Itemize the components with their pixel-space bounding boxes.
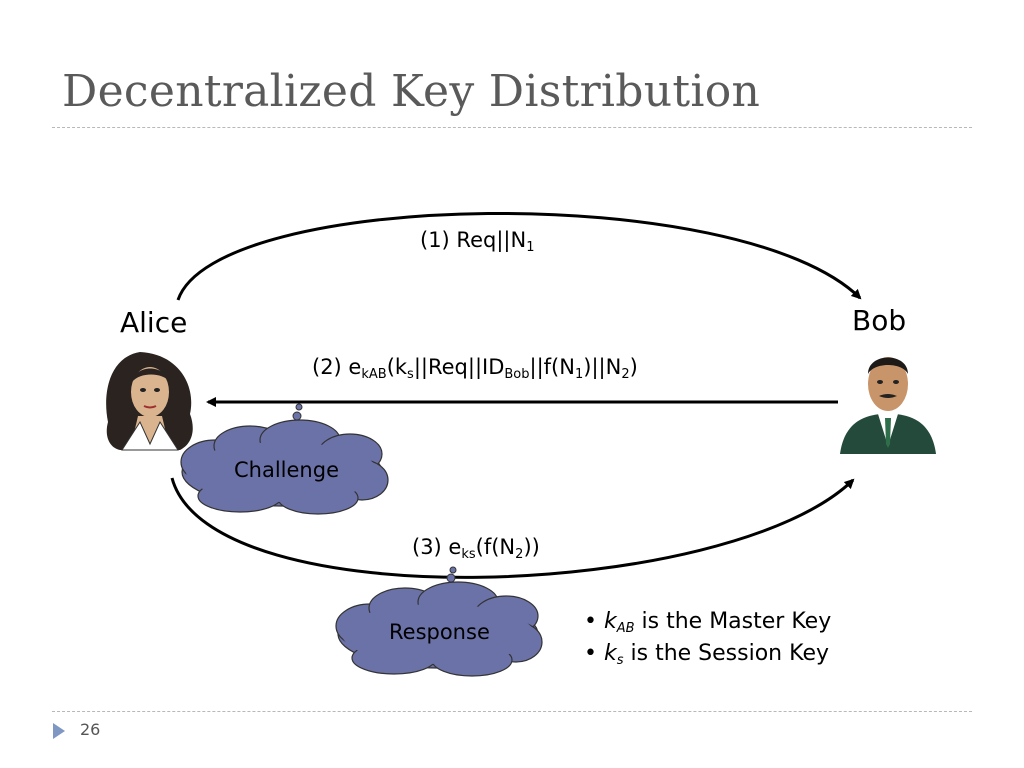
title-divider	[52, 127, 972, 128]
message-3-label: (3) eks(f(N2))	[412, 535, 540, 562]
alice-label: Alice	[120, 306, 188, 339]
message-1-label: (1) Req||N1	[420, 228, 535, 255]
response-label: Response	[389, 620, 490, 644]
response-cloud	[335, 581, 543, 677]
legend-session-key: • ks is the Session Key	[584, 641, 829, 668]
legend-master-key: • kAB is the Master Key	[584, 609, 832, 636]
challenge-cloud	[180, 419, 389, 515]
slide-title: Decentralized Key Distribution	[62, 66, 761, 117]
message-2-label: (2) ekAB(ks||Req||IDBob||f(N1)||N2)	[312, 355, 638, 382]
arrow-response	[170, 477, 855, 579]
challenge-label: Challenge	[234, 458, 339, 482]
play-triangle-icon	[53, 723, 65, 739]
page-number: 26	[80, 720, 101, 739]
bob-avatar	[840, 357, 936, 454]
bob-label: Bob	[852, 304, 907, 337]
alice-avatar	[106, 352, 193, 451]
key-legend: • kAB is the Master Key • ks is the Sess…	[584, 606, 831, 670]
footer-divider	[52, 711, 972, 712]
arrow-request	[176, 211, 862, 301]
